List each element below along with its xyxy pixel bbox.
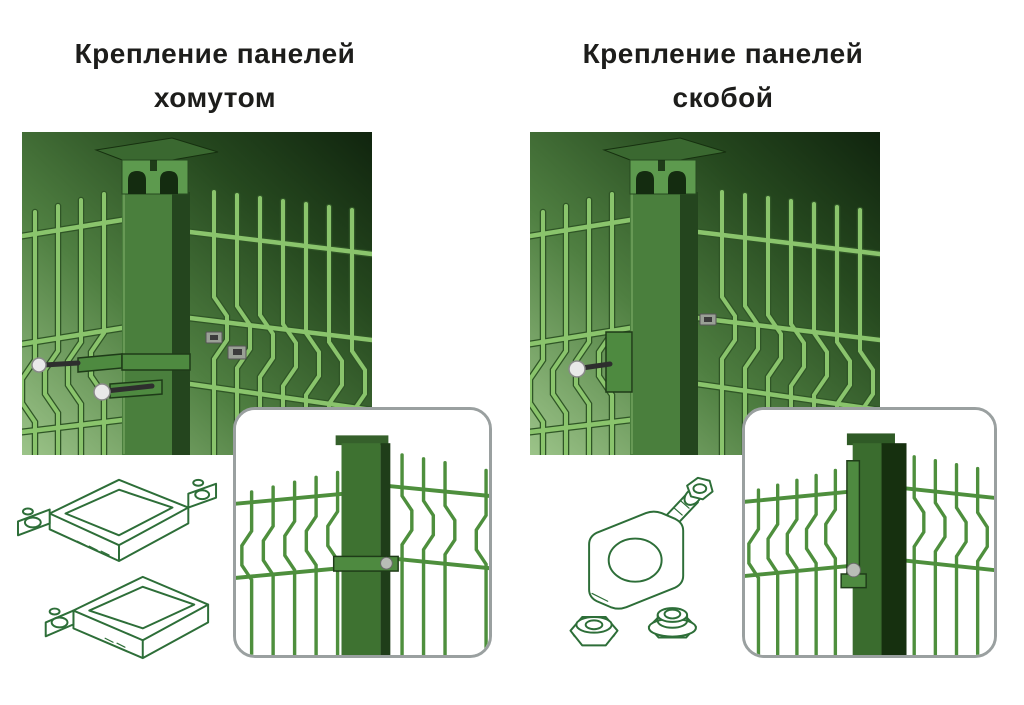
mesh-panel-right	[694, 188, 880, 455]
bolt-head	[846, 562, 861, 578]
wire-clip	[205, 331, 223, 344]
clamp-drawing	[12, 462, 225, 665]
bolt-head	[93, 383, 111, 401]
fence-clamp-photo-svg	[22, 132, 372, 455]
post-cap	[94, 137, 219, 195]
title-bracket: Крепление панелей скобой	[538, 32, 908, 120]
bolt-head	[568, 360, 586, 378]
title-clamp-line1: Крепление панелей	[74, 38, 356, 69]
bracket-drawing	[558, 468, 728, 664]
bolt-head	[31, 357, 47, 373]
mesh-panel-left	[236, 470, 344, 655]
mesh-panel-right	[186, 188, 372, 455]
post-cap	[602, 137, 727, 195]
clamp-hardware	[332, 555, 399, 572]
mesh-panel-left	[745, 468, 849, 655]
mesh-panel-left	[22, 190, 126, 455]
title-clamp: Крепление панелей хомутом	[30, 32, 400, 120]
clamp-half-upper	[17, 478, 218, 563]
title-bracket-line1: Крепление панелей	[582, 38, 864, 69]
wire-clip	[699, 313, 717, 326]
title-clamp-line2: хомутом	[153, 82, 277, 113]
nut-drawing-hex	[569, 615, 619, 647]
bracket-plate-drawing	[588, 510, 685, 610]
bracket-drawing-svg	[569, 476, 714, 647]
clamp-drawing-svg	[17, 478, 218, 660]
inset-clamp-svg	[236, 410, 489, 655]
fence-post	[630, 192, 698, 455]
nut-drawing-flange	[647, 607, 697, 639]
fence-post	[335, 435, 391, 655]
wire-clip	[227, 345, 247, 360]
bolt-head	[380, 556, 393, 570]
inset-photo-bracket	[742, 407, 997, 658]
mesh-panel-left	[530, 190, 634, 455]
bracket-hardware	[840, 460, 867, 589]
mesh-panel-right	[388, 453, 489, 655]
clamp-half-lower	[44, 575, 210, 660]
title-bracket-line2: скобой	[672, 82, 774, 113]
inset-photo-clamp	[233, 407, 492, 658]
main-photo-clamp	[22, 132, 372, 455]
bracket-hardware	[568, 313, 717, 393]
inset-bracket-svg	[745, 410, 994, 655]
fence-bracket-photo-svg	[530, 132, 880, 455]
fence-post	[122, 192, 190, 455]
mesh-panel-right	[900, 455, 994, 655]
main-photo-bracket	[530, 132, 880, 455]
clamp-hardware	[31, 331, 247, 401]
